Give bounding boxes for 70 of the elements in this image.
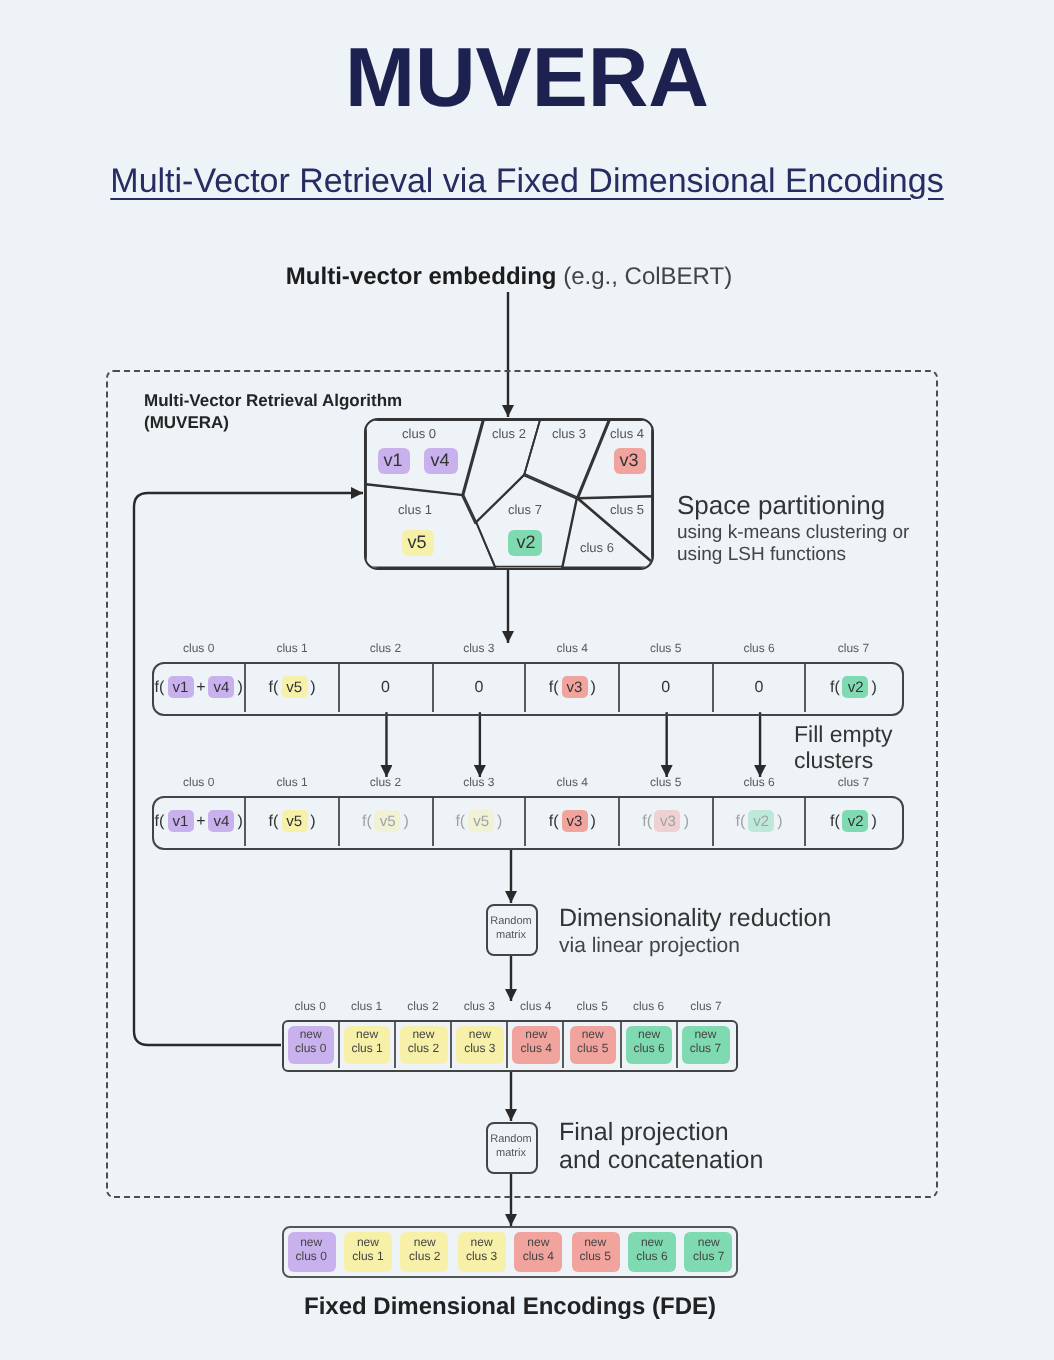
step-title: Space partitioning bbox=[677, 489, 886, 521]
vector-tag: v3 bbox=[613, 447, 645, 473]
step-title: Dimensionality reduction bbox=[559, 901, 832, 933]
formula-text: f( bbox=[735, 811, 746, 832]
cluster-region bbox=[562, 497, 651, 567]
cluster-region bbox=[365, 419, 483, 495]
formula-text: + bbox=[196, 677, 206, 698]
cluster-region bbox=[577, 495, 651, 561]
formula-text: ) bbox=[497, 811, 503, 832]
value-text: 0 bbox=[474, 677, 484, 698]
arrow bbox=[754, 712, 767, 777]
step-description: via linear projection bbox=[559, 933, 740, 959]
formula-text: f( bbox=[829, 677, 840, 698]
formula-text: f( bbox=[268, 811, 279, 832]
formula-text: f( bbox=[154, 811, 165, 832]
formula-text: f( bbox=[455, 811, 466, 832]
arrow bbox=[505, 1071, 517, 1121]
input-label: Multi-vector embedding (e.g., ColBERT) bbox=[285, 262, 733, 292]
cluster-region bbox=[462, 419, 541, 523]
formula-text: ) bbox=[403, 811, 409, 832]
matrix-box bbox=[485, 1121, 537, 1173]
arrow bbox=[505, 955, 517, 1001]
formula-text: ) bbox=[777, 811, 783, 832]
formula-text: f( bbox=[548, 811, 559, 832]
formula-text: f( bbox=[642, 811, 652, 832]
arrow bbox=[502, 569, 514, 643]
step-description: using k-means clustering or using LSH functions bbox=[677, 521, 912, 565]
formula-text: f( bbox=[154, 677, 165, 698]
formula-text: ) bbox=[590, 677, 596, 698]
formula-text: f( bbox=[268, 677, 279, 698]
step-title: Final projection and concatenation bbox=[559, 1117, 766, 1175]
arrow bbox=[505, 849, 517, 903]
formula-text: + bbox=[196, 811, 206, 832]
algorithm-frame bbox=[106, 370, 938, 1198]
step-title: Fill empty clusters bbox=[794, 724, 895, 774]
formula-text: f( bbox=[361, 811, 372, 832]
title: MUVERA bbox=[345, 28, 709, 128]
formula-text: ) bbox=[310, 811, 316, 832]
vector-tag: v2 bbox=[508, 530, 543, 557]
vector-tag: v4 bbox=[423, 447, 457, 473]
partition-panel bbox=[363, 417, 653, 569]
formula-text: ) bbox=[683, 811, 690, 832]
cluster-region bbox=[524, 419, 609, 498]
arrow bbox=[502, 292, 514, 417]
formula-text: ) bbox=[871, 677, 877, 698]
formula-text: f( bbox=[829, 811, 840, 832]
formula-text: ) bbox=[590, 811, 596, 832]
arrow bbox=[660, 712, 673, 777]
value-text: 0 bbox=[754, 677, 764, 698]
frame-title: Multi-Vector Retrieval Algorithm (MUVERA) bbox=[144, 390, 403, 432]
value-text: 0 bbox=[661, 677, 671, 698]
subtitle: Multi-Vector Retrieval via Fixed Dimensional Encodings bbox=[110, 160, 944, 202]
value-text: 0 bbox=[381, 677, 390, 698]
arrow bbox=[380, 712, 393, 777]
vector-tag: v1 bbox=[377, 447, 409, 473]
formula-text: ) bbox=[237, 811, 243, 832]
vector-tag: v5 bbox=[401, 530, 433, 557]
encoding-array bbox=[282, 1226, 738, 1278]
formula-text: ) bbox=[237, 677, 243, 698]
arrow bbox=[132, 487, 363, 1047]
matrix-box bbox=[485, 903, 537, 955]
formula-text: ) bbox=[871, 811, 877, 832]
array-caption: Fixed Dimensional Encodings (FDE) bbox=[303, 1292, 717, 1322]
cluster-region bbox=[577, 419, 651, 498]
arrow bbox=[505, 1173, 517, 1226]
formula-text: ) bbox=[310, 677, 316, 698]
cluster-region bbox=[365, 483, 495, 567]
arrow bbox=[473, 712, 486, 777]
formula-text: f( bbox=[548, 677, 559, 698]
cluster-region bbox=[475, 474, 577, 567]
